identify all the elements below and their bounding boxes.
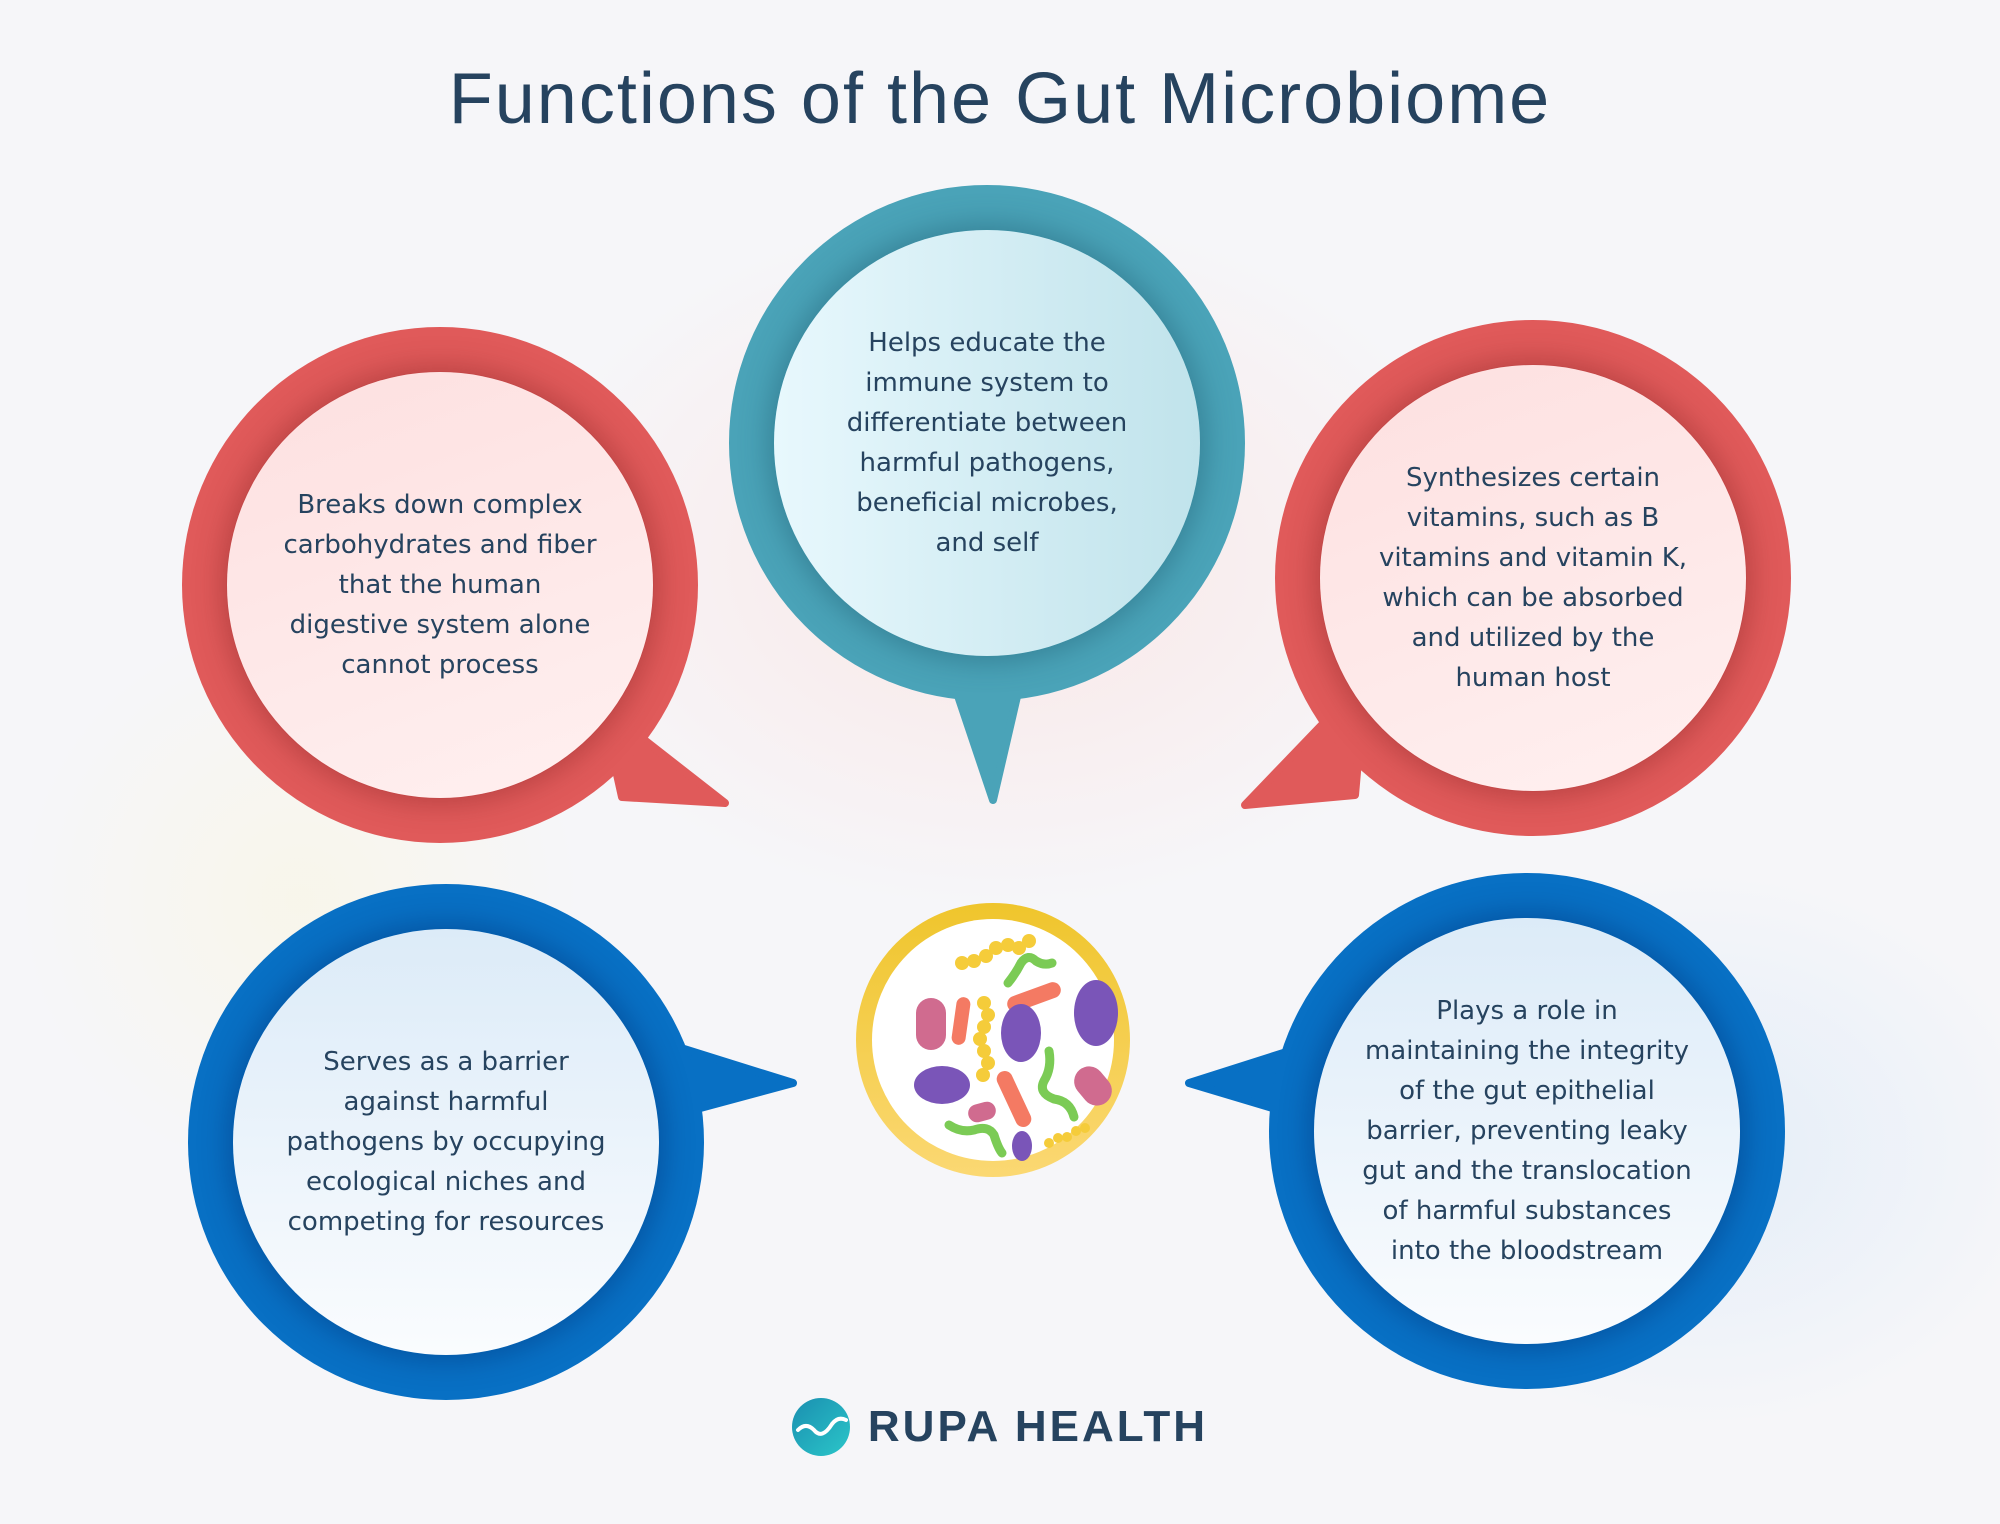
- bubble-text: Helps educate the immune system to diffe…: [846, 328, 1128, 558]
- bubble-text: Breaks down complex carbohydrates and fi…: [283, 490, 597, 680]
- rupa-health-logo: RUPA HEALTH: [0, 1398, 2000, 1456]
- rupa-health-wave-logo-icon: [791, 1398, 850, 1456]
- microbes-petri-dish-icon: [856, 903, 1130, 1177]
- bubble-carbohydrate-breakdown: Breaks down complex carbohydrates and fi…: [182, 327, 729, 843]
- bubble-pathogen-barrier: Serves as a barrier against harmful path…: [188, 884, 797, 1400]
- logo-wordmark: RUPA HEALTH: [867, 1402, 1209, 1451]
- bubble-text: Synthesizes certain vitamins, such as B …: [1378, 463, 1688, 693]
- bubble-gut-barrier-integrity: Plays a role in maintaining the integrit…: [1185, 873, 1785, 1389]
- microbes-illustration: [914, 934, 1118, 1161]
- bubble-inner: Synthesizes certain vitamins, such as B …: [1320, 365, 1746, 791]
- page-title: Functions of the Gut Microbiome: [448, 59, 1552, 139]
- bubble-text: Serves as a barrier against harmful path…: [286, 1047, 606, 1237]
- bubble-inner: Breaks down complex carbohydrates and fi…: [227, 372, 653, 798]
- bubble-text: Plays a role in maintaining the integrit…: [1362, 996, 1692, 1266]
- bubble-inner: Serves as a barrier against harmful path…: [233, 929, 659, 1355]
- bubble-inner: Helps educate the immune system to diffe…: [774, 230, 1200, 656]
- bubble-immune-education: Helps educate the immune system to diffe…: [729, 185, 1245, 804]
- bubble-vitamin-synthesis: Synthesizes certain vitamins, such as B …: [1241, 320, 1791, 836]
- bubble-inner: Plays a role in maintaining the integrit…: [1314, 918, 1740, 1344]
